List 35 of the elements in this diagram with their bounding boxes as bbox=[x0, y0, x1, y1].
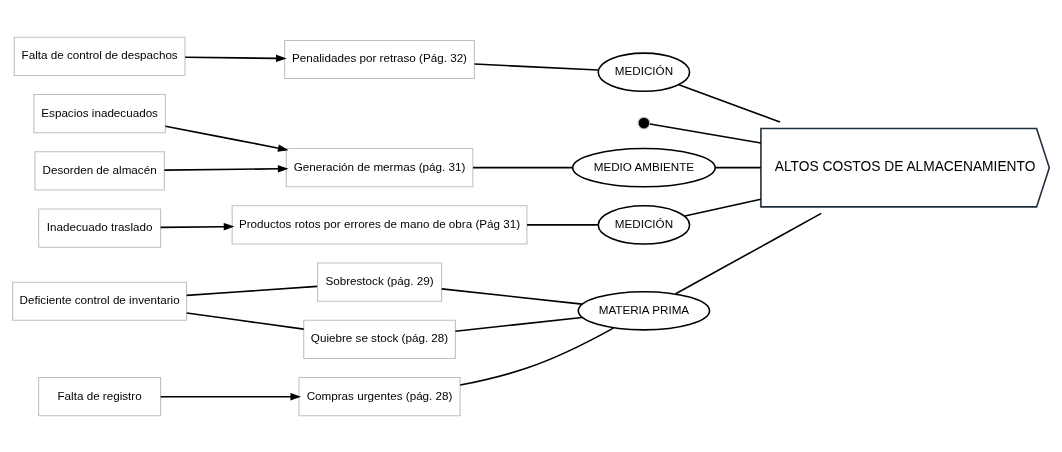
connector bbox=[185, 285, 318, 296]
connector bbox=[454, 316, 583, 332]
arrow bbox=[159, 222, 235, 230]
connector bbox=[674, 212, 823, 295]
connector bbox=[473, 62, 599, 71]
node-box: Penalidades por retraso (Pág. 32) bbox=[284, 39, 475, 79]
node-box: Deficiente control de inventario bbox=[12, 281, 188, 321]
arrow bbox=[163, 164, 289, 173]
node-box: Inadecuado traslado bbox=[38, 208, 162, 248]
connector bbox=[472, 166, 574, 168]
node-box: Generación de mermas (pág. 31) bbox=[285, 147, 474, 187]
connector bbox=[526, 223, 599, 226]
connector bbox=[678, 83, 781, 123]
node-box: Compras urgentes (pág. 28) bbox=[298, 376, 461, 416]
node-box: Espacios inadecuados bbox=[33, 93, 166, 133]
connector bbox=[459, 326, 615, 386]
connector bbox=[185, 311, 305, 330]
node-box: Productos rotos por errores de mano de obra (Pág 31) bbox=[231, 204, 528, 244]
connector bbox=[684, 198, 762, 217]
arrow bbox=[184, 54, 287, 62]
node-box: Falta de control de despachos bbox=[13, 36, 186, 76]
connector bbox=[649, 122, 762, 144]
node-ellipse: MEDICIÓN bbox=[597, 204, 691, 245]
node-box: Desorden de almacén bbox=[34, 150, 165, 190]
node-ellipse: MEDICIÓN bbox=[597, 51, 691, 92]
node-ellipse: MATERIA PRIMA bbox=[577, 290, 711, 331]
node-ellipse: MEDIO AMBIENTE bbox=[571, 147, 716, 188]
node-box: Falta de registro bbox=[38, 376, 162, 416]
node-circle bbox=[637, 116, 651, 129]
connector bbox=[714, 166, 762, 168]
node-box: Quiebre se stock (pág. 28) bbox=[303, 319, 456, 359]
node-box: Sobrestock (pág. 29) bbox=[317, 262, 443, 302]
arrow bbox=[159, 392, 302, 400]
arrow bbox=[164, 124, 289, 152]
connector bbox=[440, 287, 583, 305]
